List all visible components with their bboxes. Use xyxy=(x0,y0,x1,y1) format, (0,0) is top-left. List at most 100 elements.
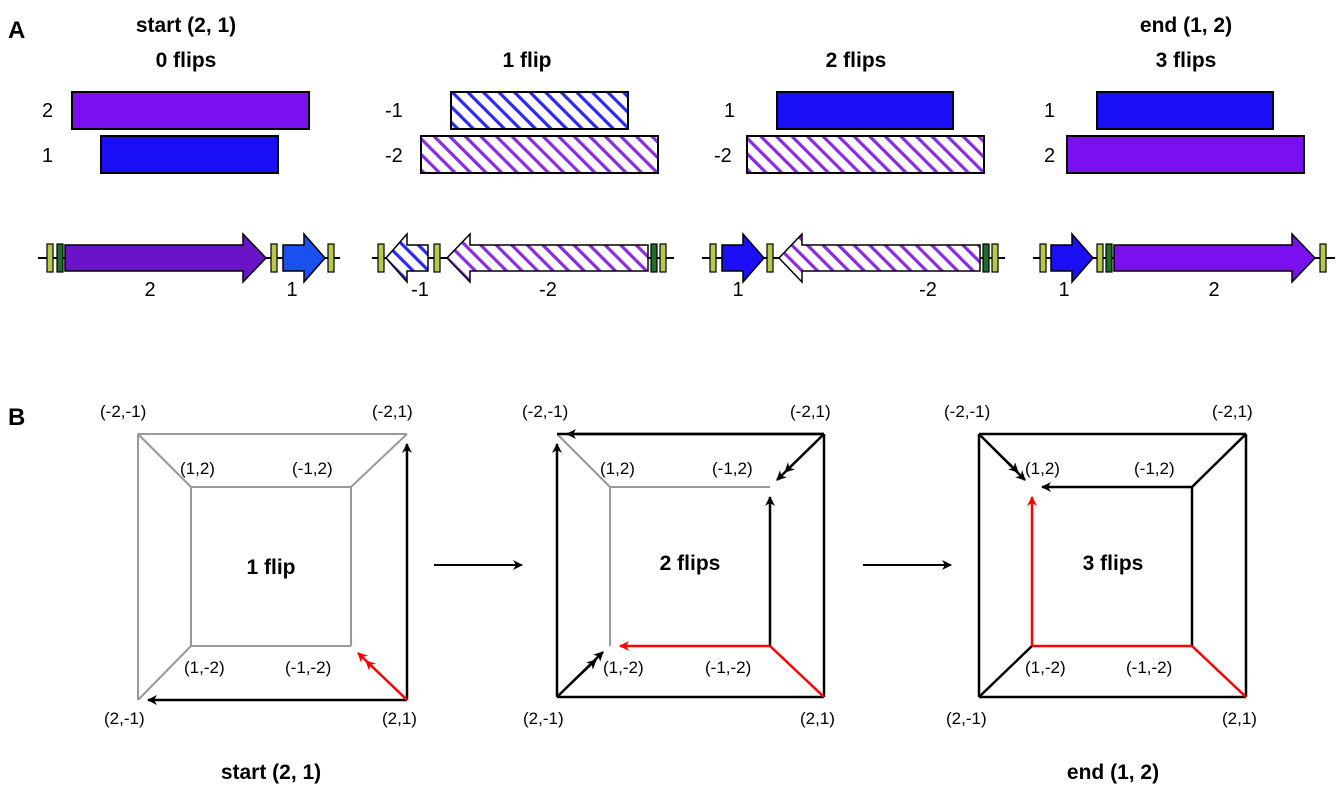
diagram-caption: end (1, 2) xyxy=(1067,761,1159,784)
row-label: -1 xyxy=(385,100,403,122)
row-label: 1 xyxy=(42,145,53,167)
edge-highlight xyxy=(769,645,825,698)
column-1-flip: 1 flip -1 -2 -1 -2 xyxy=(372,49,674,301)
edge xyxy=(556,433,611,488)
gene-arrow-minus1 xyxy=(385,232,429,284)
site-marker xyxy=(46,243,54,273)
gene-label: 1 xyxy=(286,279,297,301)
row-label: 1 xyxy=(1044,100,1055,122)
vertex-label: (-1,2) xyxy=(712,459,753,478)
gene-arrow-minus2 xyxy=(445,232,649,284)
vertex-label: (-1,2) xyxy=(1134,459,1175,478)
site-marker xyxy=(56,243,64,273)
edge-active xyxy=(978,645,1033,698)
gene-label: 1 xyxy=(732,279,743,301)
gene-arrow-2 xyxy=(64,232,268,284)
vertex-label: (2,1) xyxy=(382,709,417,728)
vertex-label: (-2,-1) xyxy=(100,402,146,421)
bar-gene-1 xyxy=(100,135,279,174)
gene-label: 1 xyxy=(1058,279,1069,301)
cube-diagram-2: (-2,-1) (-2,1) (1,2) (-1,2) (1,-2) (-1,-… xyxy=(522,402,835,728)
gene-label: -2 xyxy=(539,279,557,301)
vertex-label: (1,2) xyxy=(600,459,635,478)
panel-a-label: A xyxy=(8,17,25,44)
row-label: 1 xyxy=(724,100,735,122)
column-title-line1: start (2, 1) xyxy=(136,14,236,37)
gene-label: 2 xyxy=(144,279,155,301)
bar-gene-1 xyxy=(1096,91,1274,130)
edge-highlight xyxy=(1191,645,1247,698)
column-2-flips: 2 flips 1 -2 1 -2 xyxy=(702,49,1005,301)
bar-gene-minus2 xyxy=(746,135,985,174)
edge-active xyxy=(564,659,597,690)
column-title: 2 flips xyxy=(826,49,887,72)
site-marker xyxy=(1105,243,1113,273)
edge-active xyxy=(784,441,817,473)
site-marker xyxy=(327,243,335,273)
vertex-label: (2,-1) xyxy=(946,709,987,728)
column-title: 1 flip xyxy=(502,49,551,72)
vertex-label: (1,2) xyxy=(180,459,215,478)
edge xyxy=(137,433,192,488)
vertex-label: (-2,-1) xyxy=(944,402,990,421)
column-title-line2: 3 flips xyxy=(1156,49,1217,72)
bar-gene-minus2 xyxy=(420,135,659,174)
bar-gene-2 xyxy=(71,91,310,130)
vertex-label: (1,2) xyxy=(1025,459,1060,478)
vertex-label: (2,1) xyxy=(1222,709,1257,728)
site-marker xyxy=(709,243,717,273)
edge-active xyxy=(1191,433,1247,488)
edge-active xyxy=(986,441,1019,473)
vertex-label: (-2,1) xyxy=(372,402,413,421)
vertex-label: (-2,1) xyxy=(1212,402,1253,421)
site-marker xyxy=(650,243,658,273)
column-title-line1: end (1, 2) xyxy=(1140,14,1232,37)
gene-arrow-2 xyxy=(1113,232,1317,284)
site-marker xyxy=(1039,243,1047,273)
site-marker xyxy=(991,243,999,273)
site-marker xyxy=(659,243,667,273)
diagram-caption: start (2, 1) xyxy=(221,761,321,784)
cube-diagram-3: (-2,-1) (-2,1) (1,2) (-1,2) (1,-2) (-1,-… xyxy=(944,402,1257,784)
vertex-label: (-1,2) xyxy=(292,459,333,478)
site-marker xyxy=(766,243,774,273)
site-marker xyxy=(1096,243,1104,273)
gene-arrow-minus2 xyxy=(777,232,981,284)
site-marker xyxy=(433,243,441,273)
panel-b-label: B xyxy=(8,404,25,431)
vertex-label: (1,-2) xyxy=(1025,658,1066,677)
row-label: -2 xyxy=(385,145,403,167)
gene-arrow-1 xyxy=(282,232,326,284)
bar-gene-1 xyxy=(776,91,954,130)
vertex-label: (-1,-2) xyxy=(1126,658,1172,677)
diagram-center-label: 2 flips xyxy=(660,552,721,575)
vertex-label: (2,1) xyxy=(800,709,835,728)
vertex-label: (-1,-2) xyxy=(285,658,331,677)
row-label: -2 xyxy=(714,145,732,167)
bar-gene-minus1 xyxy=(450,91,629,130)
cube-diagram-1: (-2,-1) (-2,1) (1,2) (-1,2) (1,-2) (-1,-… xyxy=(100,402,417,784)
column-end: end (1, 2) 3 flips 1 2 1 2 xyxy=(1033,14,1335,301)
vertex-label: (1,-2) xyxy=(603,658,644,677)
vertex-label: (-1,-2) xyxy=(705,658,751,677)
gene-label: -2 xyxy=(919,279,937,301)
edge xyxy=(137,645,192,701)
edge-highlight xyxy=(365,660,400,693)
bar-gene-2 xyxy=(1066,135,1305,174)
vertex-label: (1,-2) xyxy=(184,658,225,677)
site-marker xyxy=(982,243,990,273)
column-start: start (2, 1) 0 flips 2 1 2 1 xyxy=(38,14,340,301)
site-marker xyxy=(1319,243,1327,273)
gene-label: -1 xyxy=(411,279,429,301)
edge xyxy=(350,433,408,488)
gene-arrow-1 xyxy=(721,232,765,284)
diagram-center-label: 3 flips xyxy=(1083,552,1144,575)
gene-label: 2 xyxy=(1208,279,1219,301)
diagram-center-label: 1 flip xyxy=(246,556,295,579)
vertex-label: (-2,-1) xyxy=(522,402,568,421)
row-label: 2 xyxy=(1044,145,1055,167)
site-marker xyxy=(377,243,385,273)
gene-arrow-1 xyxy=(1050,232,1094,284)
vertex-label: (2,-1) xyxy=(523,709,564,728)
vertex-label: (-2,1) xyxy=(790,402,831,421)
